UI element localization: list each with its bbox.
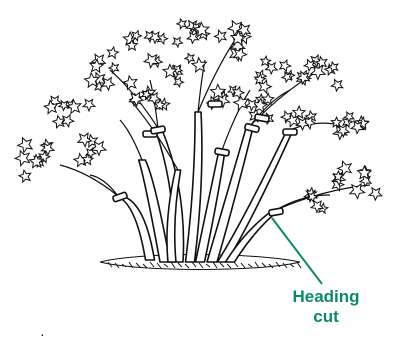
leaf bbox=[185, 54, 194, 64]
ground-hatch-stroke bbox=[150, 262, 154, 267]
callout-label-heading: Heading bbox=[292, 287, 359, 306]
leaf bbox=[102, 78, 115, 91]
ground-hatch-stroke bbox=[185, 264, 189, 268]
leaf bbox=[107, 47, 118, 58]
cut-band bbox=[283, 129, 297, 135]
ground-hatch-stroke bbox=[171, 262, 175, 268]
leaf bbox=[19, 170, 31, 182]
leaf bbox=[123, 76, 137, 90]
cut-band bbox=[208, 101, 222, 107]
ground-hatch-stroke bbox=[164, 264, 168, 267]
leaf bbox=[177, 19, 186, 29]
ground-hatch-stroke bbox=[178, 263, 182, 267]
heading-cut-marks bbox=[112, 101, 297, 216]
leaf bbox=[187, 32, 198, 43]
ground-hatch-stroke bbox=[290, 264, 294, 267]
ground-hatch-stroke bbox=[269, 264, 273, 268]
cut-band bbox=[255, 114, 270, 122]
leaf bbox=[293, 106, 305, 118]
callout-label-cut: cut bbox=[313, 307, 339, 326]
bottom-fragment-mark: · bbox=[40, 326, 45, 339]
ground-hatch-stroke bbox=[241, 263, 245, 268]
leaf bbox=[234, 48, 247, 61]
ground-hatch-stroke bbox=[136, 263, 140, 267]
callout-pointer-line bbox=[272, 218, 322, 284]
leaf bbox=[144, 54, 158, 68]
ground-hatch-stroke bbox=[199, 263, 203, 268]
leaf bbox=[173, 37, 183, 47]
leaf bbox=[83, 99, 95, 111]
ground-hatch-stroke bbox=[227, 264, 231, 268]
cut-band bbox=[215, 148, 230, 156]
ground-hatch-stroke bbox=[213, 262, 217, 268]
leaf bbox=[369, 188, 382, 200]
leaf bbox=[331, 80, 343, 92]
leaf bbox=[109, 63, 119, 73]
leaf bbox=[351, 121, 364, 133]
leaf bbox=[280, 60, 291, 72]
leaf bbox=[15, 151, 29, 166]
ground-hatch-stroke bbox=[157, 263, 161, 268]
ground-hatch-stroke bbox=[255, 262, 259, 268]
shrub-twig bbox=[120, 120, 142, 160]
leaf bbox=[304, 60, 315, 71]
leaf bbox=[192, 58, 207, 72]
ground-hatch-stroke bbox=[206, 264, 210, 267]
ground-hatch-stroke bbox=[262, 263, 266, 267]
cut-band bbox=[269, 208, 284, 216]
ground-hatch-stroke bbox=[297, 262, 301, 268]
shrub-twig bbox=[60, 165, 118, 196]
ground-hatch-stroke bbox=[248, 264, 252, 267]
leaf bbox=[214, 30, 226, 42]
ground-hatch-stroke bbox=[220, 263, 224, 267]
cut-band bbox=[151, 126, 166, 134]
leaf bbox=[282, 72, 292, 82]
